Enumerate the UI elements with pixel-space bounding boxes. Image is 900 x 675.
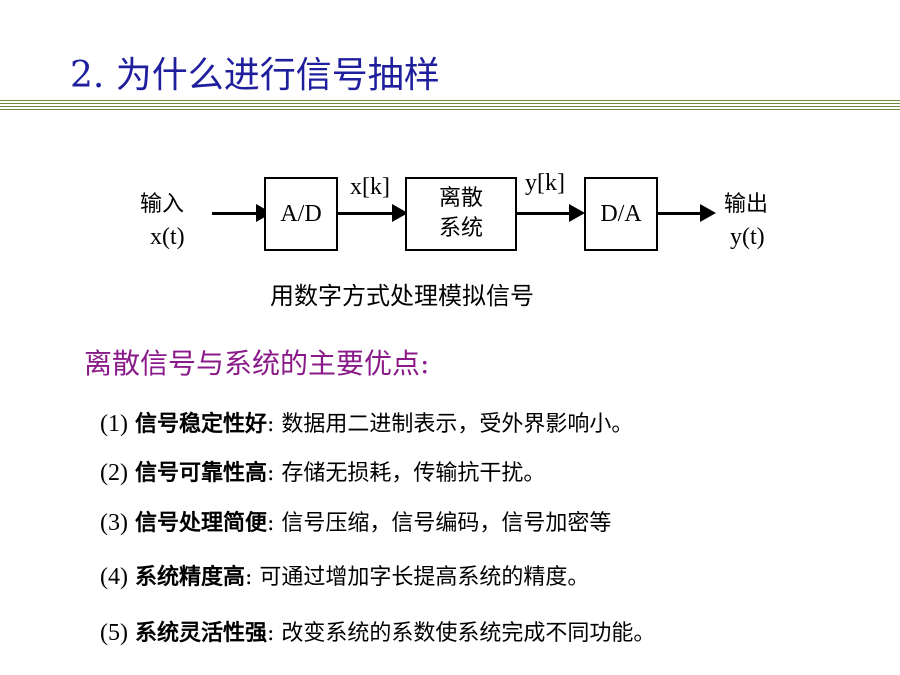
- ad-label: A/D: [280, 200, 322, 227]
- advantage-item-1: (1) 信号稳定性好: 数据用二进制表示，受外界影响小。: [100, 406, 633, 438]
- item-desc: : 信号压缩，信号编码，信号加密等: [267, 511, 612, 536]
- item-desc: : 可通过增加字长提高系统的精度。: [245, 565, 590, 590]
- discrete-system-box: 离散 系统: [405, 177, 517, 251]
- item-key: 信号处理简便: [134, 510, 267, 536]
- input-label: 输入: [140, 192, 185, 217]
- ad-converter-box: A/D: [264, 177, 338, 251]
- item-key: 系统灵活性强: [134, 620, 267, 646]
- advantage-item-3: (3) 信号处理简便: 信号压缩，信号编码，信号加密等: [100, 505, 611, 537]
- item-number: (5): [100, 620, 128, 646]
- item-desc: : 改变系统的系数使系统完成不同功能。: [267, 621, 656, 646]
- item-number: (3): [100, 510, 128, 536]
- block-diagram: 输入 x(t) A/D x[k] 离散 系统 y[k] D/A 输出 y(t): [0, 0, 900, 320]
- da-label: D/A: [600, 200, 642, 227]
- item-number: (2): [100, 460, 128, 486]
- input-signal-label: x(t): [150, 224, 185, 250]
- output-signal-label: y(t): [730, 224, 765, 250]
- item-desc: : 数据用二进制表示，受外界影响小。: [267, 412, 634, 437]
- arrow-system-to-da: [515, 204, 585, 222]
- system-label-line1: 离散: [438, 186, 483, 211]
- advantage-item-2: (2) 信号可靠性高: 存储无损耗，传输抗干扰。: [100, 455, 545, 487]
- item-number: (4): [100, 564, 128, 590]
- advantages-heading: 离散信号与系统的主要优点:: [84, 347, 430, 380]
- item-key: 系统精度高: [134, 564, 245, 590]
- yk-label: y[k]: [525, 170, 565, 196]
- item-number: (1): [100, 411, 128, 437]
- title-divider: [0, 100, 900, 112]
- item-desc: : 存储无损耗，传输抗干扰。: [267, 461, 546, 486]
- xk-label: x[k]: [350, 174, 390, 200]
- da-converter-box: D/A: [584, 177, 658, 251]
- item-key: 信号可靠性高: [134, 460, 267, 486]
- arrow-da-to-output: [656, 204, 716, 222]
- slide-title: 2. 为什么进行信号抽样: [70, 55, 440, 96]
- advantage-item-4: (4) 系统精度高: 可通过增加字长提高系统的精度。: [100, 559, 589, 591]
- advantage-item-5: (5) 系统灵活性强: 改变系统的系数使系统完成不同功能。: [100, 615, 655, 647]
- output-label: 输出: [724, 192, 769, 217]
- system-label-line2: 系统: [438, 216, 483, 241]
- item-key: 信号稳定性好: [134, 411, 267, 437]
- arrow-ad-to-system: [336, 204, 408, 222]
- diagram-caption: 用数字方式处理模拟信号: [270, 282, 534, 310]
- arrow-input-to-ad: [212, 204, 272, 222]
